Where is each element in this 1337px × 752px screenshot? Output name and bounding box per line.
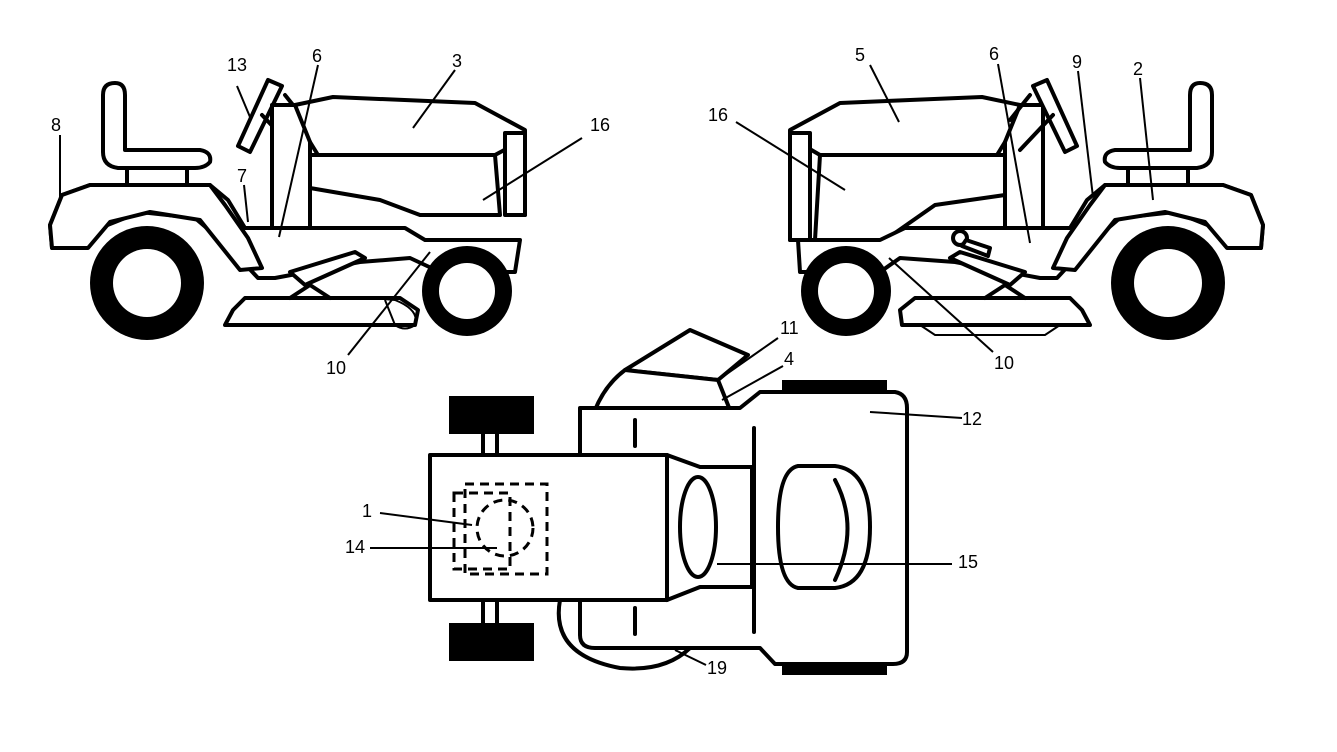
rear-wheel-hub xyxy=(1134,249,1202,317)
steering-hub xyxy=(678,475,718,579)
callout-10: 10 xyxy=(326,358,346,378)
callout-16: 16 xyxy=(590,115,610,135)
callout-11: 11 xyxy=(780,318,799,338)
hood-crease xyxy=(833,478,850,582)
grille xyxy=(788,131,812,242)
callout-9: 9 xyxy=(1072,52,1082,72)
steering-wheel xyxy=(236,78,284,154)
rear-tire-bottom xyxy=(449,623,534,661)
tractor-right-side-view: 5 6 9 2 16 10 xyxy=(708,44,1265,373)
engine-side-panel xyxy=(308,153,502,217)
grille xyxy=(503,131,527,217)
battery-outline xyxy=(452,491,512,571)
callout-14: 14 xyxy=(345,537,365,557)
callout-5: 5 xyxy=(855,45,865,65)
seat-back xyxy=(1102,81,1214,170)
rear-fender xyxy=(48,183,264,272)
throttle-lever xyxy=(960,238,992,258)
brake-pedal xyxy=(288,250,367,287)
callout-6: 6 xyxy=(989,44,999,64)
mower-deck xyxy=(223,296,420,327)
callout-13: 13 xyxy=(227,55,247,75)
rear-fender xyxy=(1051,183,1265,272)
fuel-cap-outline xyxy=(475,498,535,558)
rear-tire-top xyxy=(449,396,534,434)
seat-back xyxy=(101,81,213,170)
callout-12: 12 xyxy=(962,409,982,429)
fuel-tank-outline xyxy=(463,482,549,576)
tractor-left-side-view: 8 13 6 3 16 7 10 xyxy=(48,46,610,378)
callout-8: 8 xyxy=(51,115,61,135)
top-leader-lines xyxy=(370,337,963,666)
steering-wheel xyxy=(1031,78,1079,154)
tractor-top-view: 11 4 12 1 14 15 19 xyxy=(345,318,982,678)
rear-axle-bottom xyxy=(481,596,499,627)
dash-console xyxy=(270,103,312,230)
engine-hood-top xyxy=(776,464,872,590)
deck-bracket xyxy=(288,283,332,300)
callout-4: 4 xyxy=(784,349,794,369)
chute-cable xyxy=(371,297,417,330)
callout-15: 15 xyxy=(958,552,978,572)
callout-1: 1 xyxy=(362,501,372,521)
callout-16: 16 xyxy=(708,105,728,125)
front-wheel-hub xyxy=(818,263,874,319)
callout-10: 10 xyxy=(994,353,1014,373)
deck-bracket xyxy=(983,283,1027,300)
mower-deck xyxy=(898,296,1092,327)
callout-2: 2 xyxy=(1133,59,1143,79)
front-wheel-hub xyxy=(439,263,495,319)
rear-wheel-hub xyxy=(113,249,181,317)
steering-column xyxy=(1008,93,1055,152)
callout-3: 3 xyxy=(452,51,462,71)
right-leader-lines xyxy=(735,63,1154,353)
deck-skid xyxy=(919,324,1061,336)
left-leader-lines xyxy=(59,64,583,356)
callout-7: 7 xyxy=(237,166,247,186)
callout-6: 6 xyxy=(312,46,322,66)
callout-19: 19 xyxy=(707,658,727,678)
brake-pedal xyxy=(948,250,1027,287)
